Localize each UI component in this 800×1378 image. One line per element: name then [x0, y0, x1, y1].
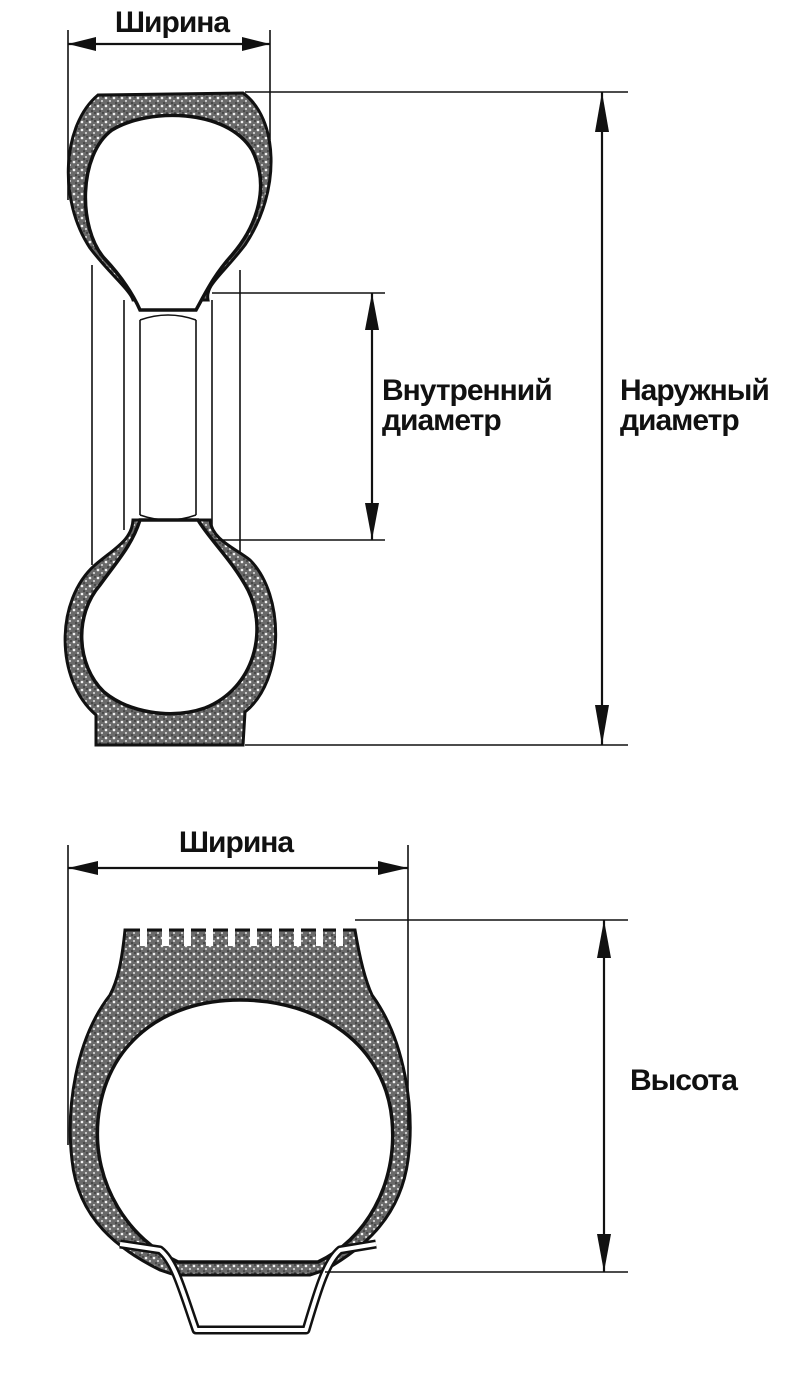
width-dimension-top: Ширина	[67, 6, 271, 200]
outer-diameter-label-line1: Наружный	[620, 374, 769, 407]
outer-diameter-label-line2: диаметр	[620, 404, 739, 437]
inner-diameter-label-line1: Внутренний	[382, 374, 552, 407]
tire-section-lower	[63, 518, 278, 747]
inner-diameter-label: Внутренний диаметр	[382, 374, 559, 437]
width-label-profile: Ширина	[179, 826, 294, 859]
inner-diameter-dimension: Внутренний диаметр	[212, 292, 559, 541]
width-label-top: Ширина	[115, 6, 230, 39]
height-dimension: Высота	[325, 919, 739, 1273]
height-label: Высота	[630, 1064, 738, 1097]
tire-profile-cavity	[95, 998, 395, 1264]
outer-diameter-dimension: Наружный диаметр	[245, 91, 776, 746]
tire-section-upper	[66, 91, 273, 312]
tire-cross-section: Ширина Внутренний диаметр Наружный диаме…	[63, 6, 776, 747]
rim-hub	[91, 265, 241, 565]
outer-diameter-label: Наружный диаметр	[620, 374, 776, 437]
tire-profile: Ширина Высота	[67, 826, 739, 1335]
width-dimension-profile: Ширина	[67, 826, 409, 1145]
inner-diameter-label-line2: диаметр	[382, 404, 501, 437]
tread-grooves	[140, 928, 343, 946]
